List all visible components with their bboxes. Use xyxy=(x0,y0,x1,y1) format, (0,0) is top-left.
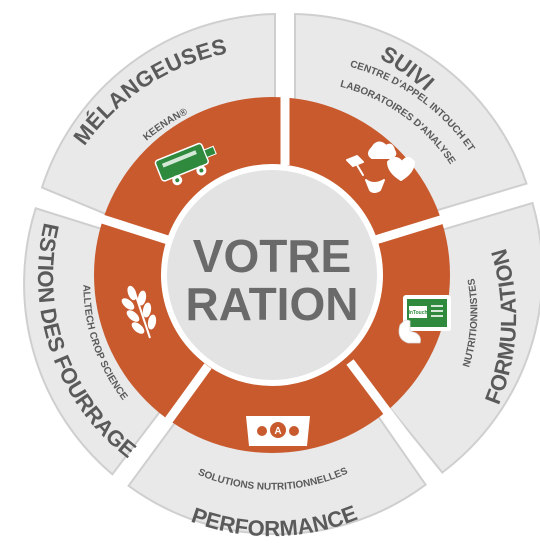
center-disc xyxy=(161,164,383,386)
wheat-icon xyxy=(121,285,157,339)
supplement-bag-icon: A xyxy=(246,416,310,446)
mixer-wagon-icon xyxy=(154,142,217,186)
center-title-line1: VOTRE xyxy=(193,230,351,282)
center-title-line2: RATION xyxy=(186,278,359,330)
monitoring-icon xyxy=(346,141,415,193)
ring-separators xyxy=(28,8,540,493)
tablet-icon: InTouch xyxy=(398,295,451,344)
tablet-screen-label: InTouch xyxy=(408,310,427,316)
bag-badge-label: A xyxy=(274,426,281,437)
